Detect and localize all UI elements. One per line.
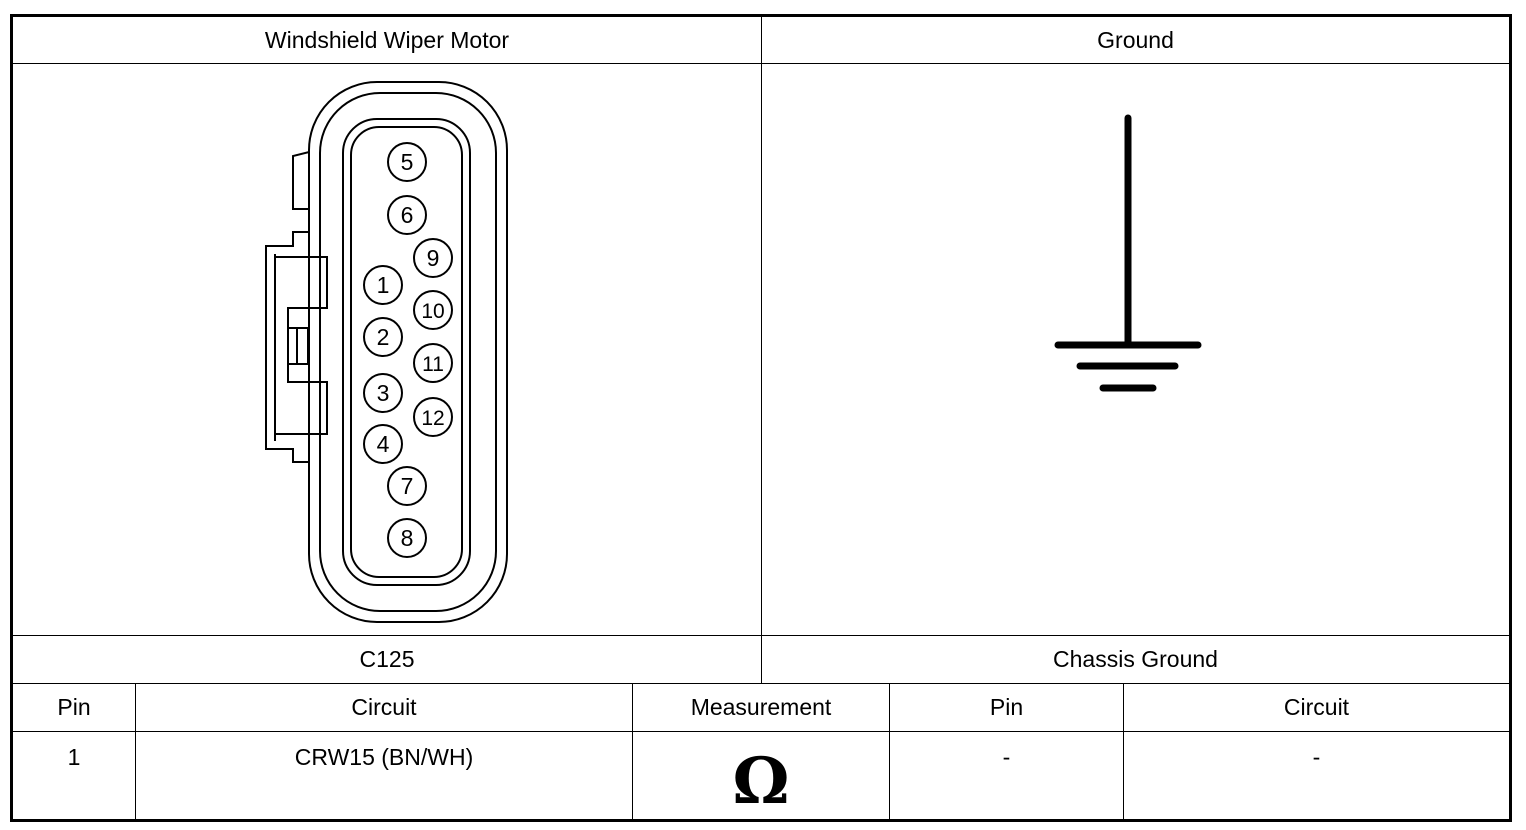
col-header-pin: Pin <box>57 694 91 720</box>
pin-5-label: 5 <box>401 149 414 175</box>
pin-2-circle <box>363 317 403 357</box>
col-header-circuit-2: Circuit <box>1283 694 1350 720</box>
connector-lock-window <box>288 327 309 365</box>
pin-8-circle <box>387 518 427 558</box>
pin-1-circle <box>363 265 403 305</box>
column-divider <box>1123 683 1124 819</box>
pin-10-label: 10 <box>421 300 444 323</box>
connector-cavity <box>350 126 463 578</box>
pin-7-label: 7 <box>401 473 414 499</box>
pin-9-label: 9 <box>427 245 440 271</box>
connector-title: Windshield Wiper Motor <box>264 26 510 53</box>
ohm-symbol: Ω <box>732 743 790 819</box>
pin-8-label: 8 <box>401 525 414 551</box>
pin-3-circle <box>363 373 403 413</box>
pin-6-label: 6 <box>401 202 414 228</box>
cell-circuit: CRW15 (BN/WH) <box>294 744 474 770</box>
ground-symbol <box>1054 114 1202 392</box>
pin-7-circle <box>387 466 427 506</box>
pinout-table <box>10 14 1512 822</box>
pin-10-circle <box>413 290 453 330</box>
connector-label: C125 <box>359 646 415 672</box>
ground-title: Ground <box>1097 26 1174 53</box>
pin-1-label: 1 <box>377 272 390 298</box>
pin-11-circle <box>413 343 453 383</box>
column-divider <box>761 17 762 683</box>
ground-label: Chassis Ground <box>1053 646 1218 672</box>
pin-5-circle <box>387 142 427 182</box>
cell-measurement: Ω <box>633 732 889 819</box>
ground-diagram-cell <box>762 64 1509 635</box>
pin-3-label: 3 <box>377 380 390 406</box>
pin-2-label: 2 <box>377 324 390 350</box>
row-divider <box>13 683 1509 684</box>
cell-pin-2: - <box>1002 744 1011 770</box>
pin-12-label: 12 <box>421 407 444 430</box>
connector-lock-tab <box>275 256 328 435</box>
pin-12-circle <box>413 397 453 437</box>
pin-4-label: 4 <box>377 431 390 457</box>
pin-4-circle <box>363 424 403 464</box>
row-divider <box>13 731 1509 732</box>
connector-latch <box>265 150 310 494</box>
pin-11-label: 11 <box>422 353 444 376</box>
column-divider <box>135 683 136 819</box>
pin-6-circle <box>387 195 427 235</box>
col-header-circuit: Circuit <box>351 694 417 720</box>
col-header-measurement: Measurement <box>690 694 832 720</box>
column-divider <box>632 683 633 819</box>
cell-circuit-2: - <box>1312 744 1321 770</box>
connector-housing-mid <box>319 92 497 612</box>
cell-pin: 1 <box>67 744 81 770</box>
column-divider <box>889 683 890 819</box>
col-header-pin-2: Pin <box>989 694 1024 720</box>
pin-9-circle <box>413 238 453 278</box>
connector-housing-inner <box>342 118 471 586</box>
